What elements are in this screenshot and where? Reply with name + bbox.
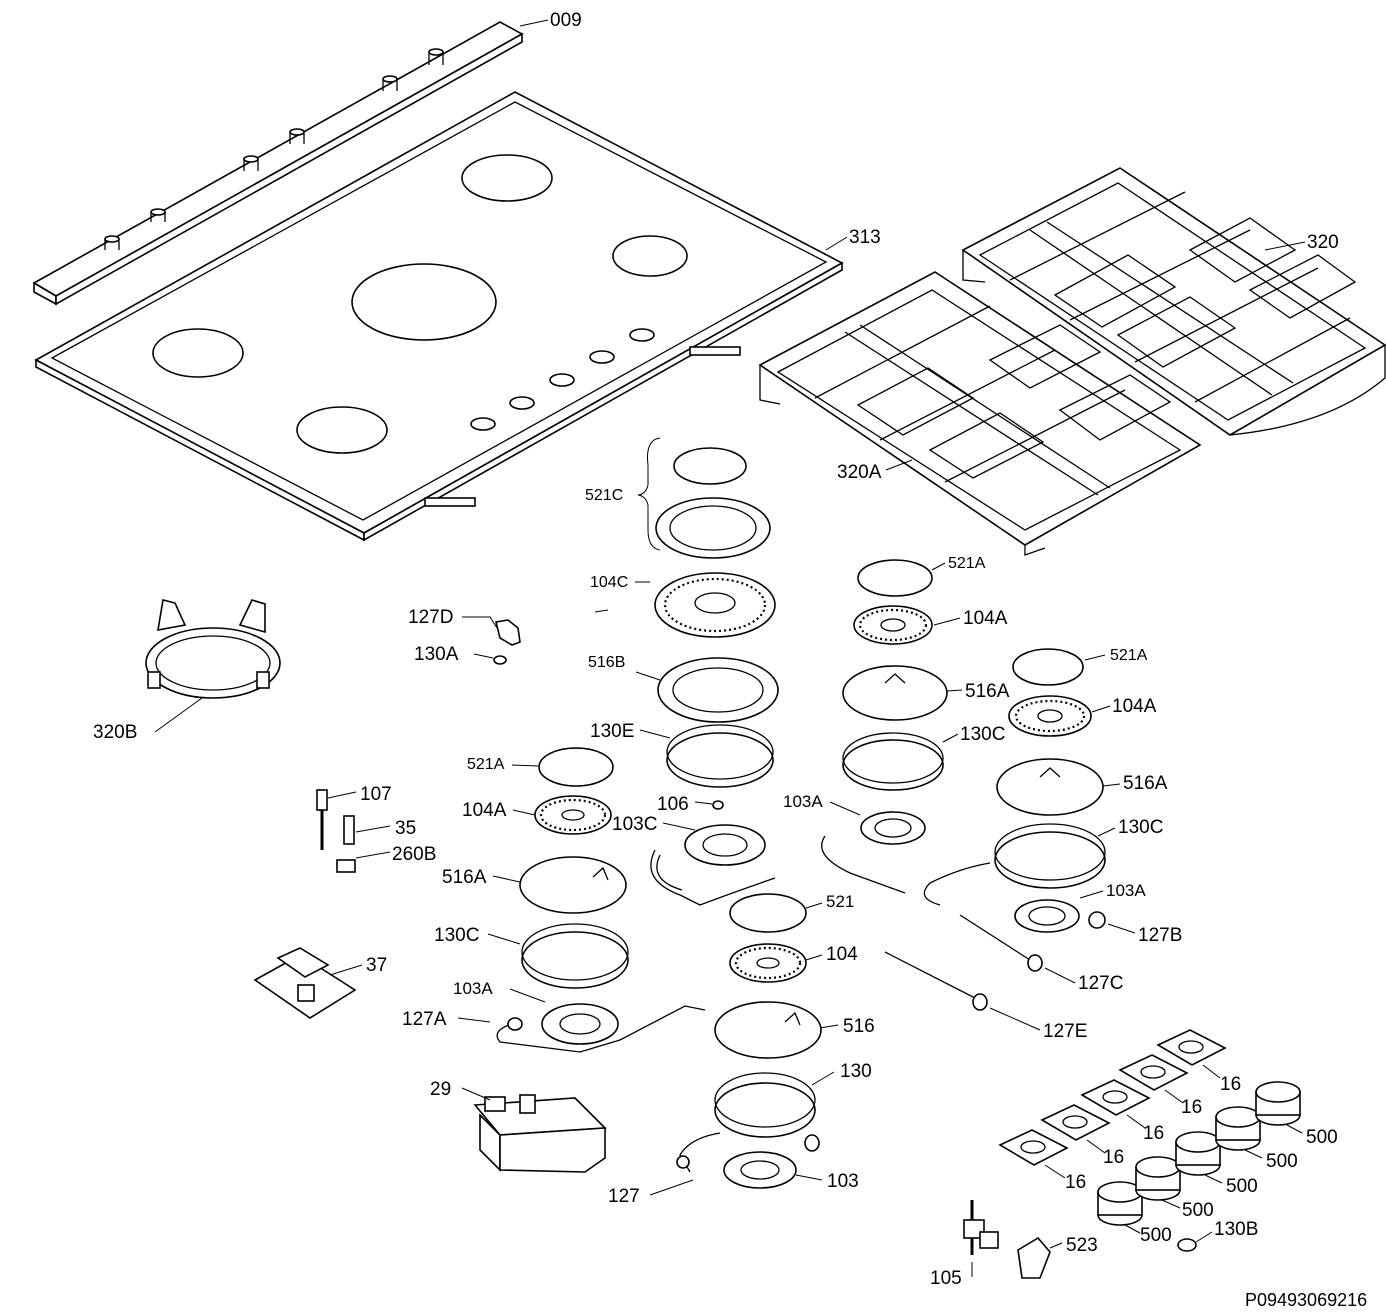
part-small-fittings [963,1200,1213,1279]
label-103C: 103C [612,814,657,835]
label-320B: 320B [93,722,137,743]
label-16: 16 [1103,1147,1124,1168]
label-16: 16 [1143,1123,1164,1144]
label-260B: 260B [392,844,436,865]
label-127: 127 [608,1186,640,1207]
part-control-panel-009 [32,19,549,306]
label-130A: 130A [414,644,459,665]
label-37: 37 [366,955,387,976]
label-103: 103 [827,1171,859,1192]
label-009: 009 [550,10,582,31]
label-516A: 516A [1123,773,1168,794]
label-521C: 521C [585,487,623,504]
label-500: 500 [1140,1225,1172,1246]
label-103A: 103A [1106,881,1146,900]
label-516B: 516B [588,654,625,671]
part-wok-ring-320B [145,599,281,733]
label-127A: 127A [402,1009,447,1030]
label-104: 104 [826,944,858,965]
label-104A: 104A [963,608,1008,629]
label-127B: 127B [1138,925,1182,946]
part-pan-support-320A [758,271,1202,556]
label-500: 500 [1306,1127,1338,1148]
label-516A: 516A [442,867,487,888]
part-ignition-generator-29 [461,1087,607,1173]
part-pan-support-320 [961,167,1386,436]
part-knobs-500 [1097,1081,1303,1234]
part-gas-taps-16 [998,1029,1227,1179]
label-500: 500 [1266,1151,1298,1172]
part-burner-stack-large [594,437,779,906]
label-127C: 127C [1078,973,1123,994]
label-16: 16 [1181,1097,1202,1118]
label-103A: 103A [783,792,823,811]
label-35: 35 [395,818,416,839]
document-code: P09493069216 [1245,1290,1367,1310]
label-521: 521 [826,892,854,911]
part-burner-stack-center [649,893,839,1196]
label-127E: 127E [1043,1021,1087,1042]
part-burner-stack-right-a [821,559,963,894]
label-106: 106 [657,794,689,815]
part-injector-127D [462,616,521,665]
label-130C: 130C [434,925,479,946]
label-130E: 130E [590,721,634,742]
label-104A: 104A [462,800,507,821]
label-127D: 127D [408,607,453,628]
label-523: 523 [1066,1235,1098,1256]
label-104A: 104A [1112,696,1157,717]
label-320A: 320A [837,462,882,483]
label-521A: 521A [1110,647,1148,664]
label-500: 500 [1226,1176,1258,1197]
label-320: 320 [1307,232,1339,253]
label-500: 500 [1182,1200,1214,1221]
label-130: 130 [840,1061,872,1082]
part-burner-stack-right-b [923,648,1136,984]
label-107: 107 [360,784,392,805]
label-130C: 130C [960,724,1005,745]
part-electrodes [316,789,391,873]
label-16: 16 [1220,1074,1241,1095]
label-130B: 130B [1214,1219,1258,1240]
part-thermocouple-127E [884,951,1041,1031]
label-130C: 130C [1118,817,1163,838]
label-29: 29 [430,1079,451,1100]
label-104C: 104C [590,574,628,591]
label-521A: 521A [467,756,505,773]
label-16: 16 [1065,1172,1086,1193]
part-burner-stack-left [457,747,706,1053]
label-313: 313 [849,227,881,248]
label-516: 516 [843,1016,875,1037]
label-516A: 516A [965,681,1010,702]
part-ignition-switch-37 [253,947,363,1019]
part-hob-top-313 [34,91,848,542]
label-105: 105 [930,1268,962,1289]
label-103A: 103A [453,979,493,998]
label-521A: 521A [948,555,986,572]
callout-labels: 009 313 320 320A 320B 521C 104C 127D 130… [93,10,1367,1310]
